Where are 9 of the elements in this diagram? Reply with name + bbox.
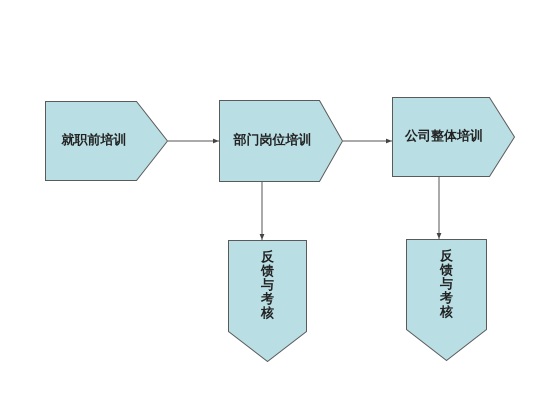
step-pentagon: 公司整体培训	[392, 97, 515, 177]
down-pentagon: 反馈与考核	[228, 240, 307, 362]
step-pentagon: 就职前培训	[45, 101, 168, 181]
arrow	[260, 182, 264, 240]
arrow	[342, 138, 392, 144]
arrow	[436, 176, 442, 240]
arrow	[168, 138, 220, 144]
down-pentagon: 反馈与考核	[406, 239, 487, 361]
step-pentagon: 部门岗位培训	[219, 100, 343, 182]
